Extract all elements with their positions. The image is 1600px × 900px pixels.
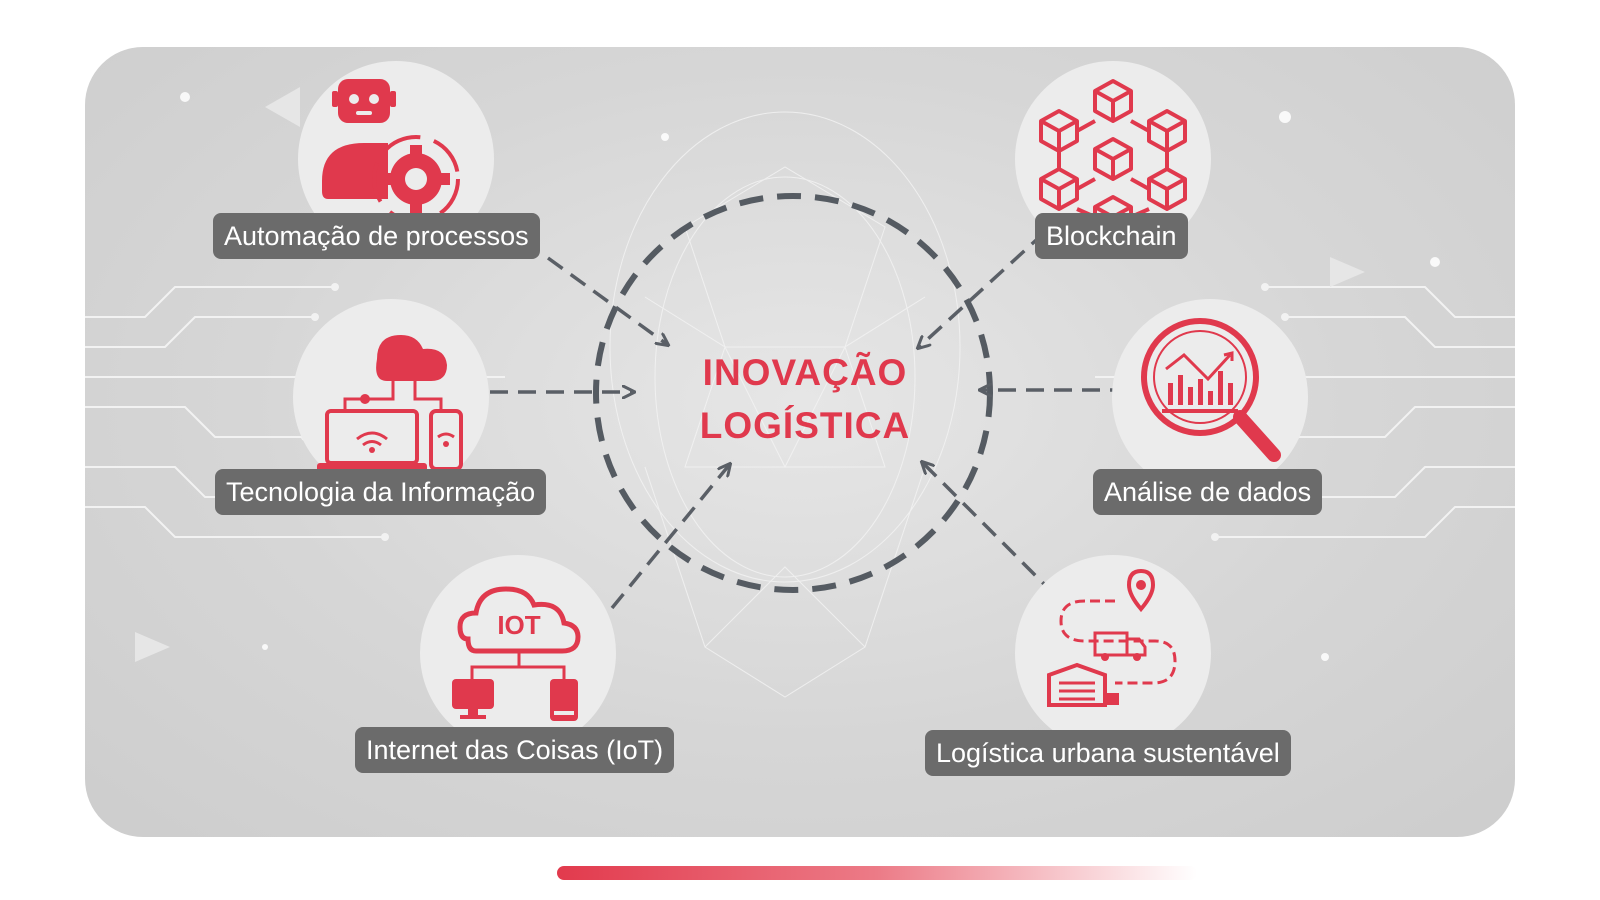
robot-gear-icon xyxy=(322,79,460,223)
arrow-automacao xyxy=(546,256,668,345)
label-analise: Análise de dados xyxy=(1093,469,1323,515)
bottom-accent-bar xyxy=(557,866,1197,880)
node-logistica-circle xyxy=(1015,555,1211,751)
label-iot: Internet das Coisas (IoT) xyxy=(355,727,675,773)
label-logistica: Logística urbana sustentável xyxy=(925,730,1291,776)
magnifier-chart-icon xyxy=(1141,318,1281,462)
node-tecnologia-circle xyxy=(293,299,489,495)
cloud-devices-icon xyxy=(317,335,463,473)
title-line-1: INOVAÇÃO xyxy=(702,352,908,393)
iot-cloud-icon: IOT xyxy=(452,586,581,721)
node-iot-circle: IOT xyxy=(420,555,616,751)
title-line-2: LOGÍSTICA xyxy=(699,405,911,446)
truck-route-icon xyxy=(1047,568,1177,707)
iot-icon-text: IOT xyxy=(497,610,540,640)
arrow-blockchain xyxy=(918,230,1047,348)
label-tecnologia: Tecnologia da Informação xyxy=(215,469,547,515)
node-analise-circle xyxy=(1112,299,1308,495)
arrow-iot xyxy=(610,464,730,610)
label-automacao: Automação de processos xyxy=(213,213,540,259)
label-blockchain: Blockchain xyxy=(1035,213,1188,259)
arrow-logistica xyxy=(922,462,1057,597)
blockchain-cubes-icon xyxy=(1039,79,1187,239)
